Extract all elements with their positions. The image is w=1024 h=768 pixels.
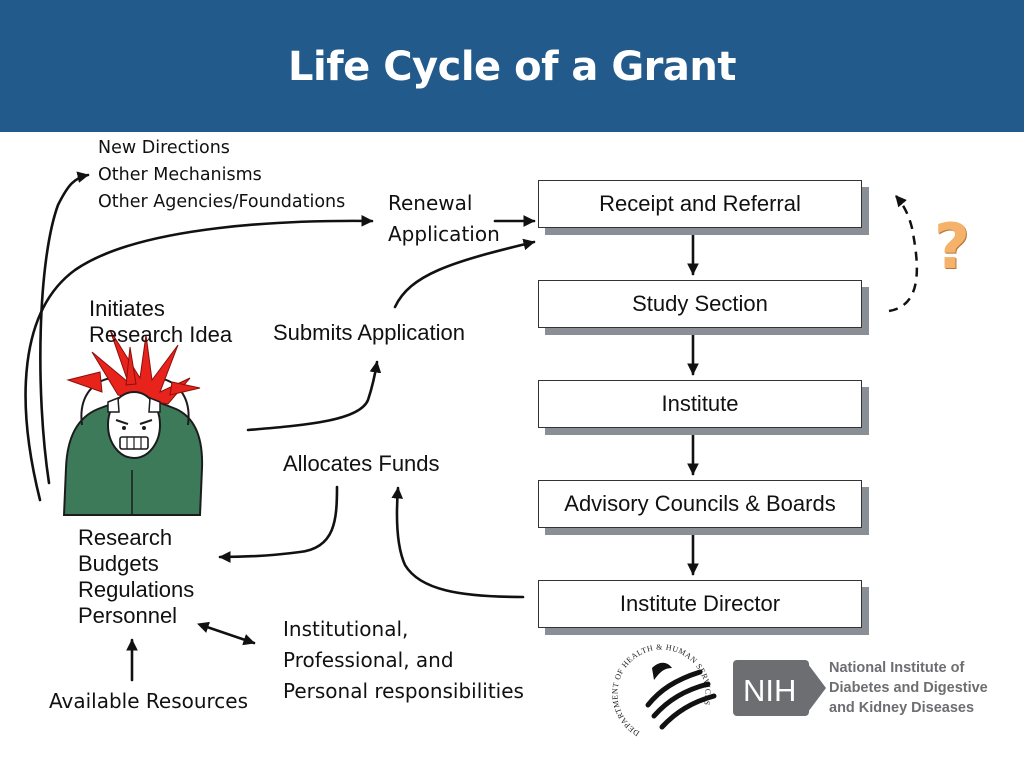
renewal-label: Renewal Application — [388, 191, 500, 246]
arrow-person-to-renewal — [24, 215, 374, 502]
new-directions-list: New Directions Other Mechanisms Other Ag… — [98, 135, 345, 216]
arrow-director-to-allocates — [391, 486, 525, 599]
new-directions-item: Other Mechanisms — [98, 165, 262, 185]
step-label: Institute Director — [619, 591, 781, 616]
research-item: Regulations — [78, 577, 195, 602]
step-label: Advisory Councils & Boards — [564, 491, 836, 516]
arrow-research-institutional — [197, 621, 256, 646]
nih-institute-name: National Institute of Diabetes and Diges… — [829, 660, 988, 716]
stressed-researcher-illustration — [62, 329, 204, 516]
nih-badge-text: NIH — [743, 673, 796, 708]
research-item: Budgets — [78, 551, 159, 576]
arrow-allocates-to-research — [218, 485, 339, 563]
step-study-section: Study Section — [538, 280, 862, 328]
research-item: Personnel — [78, 603, 178, 628]
arrow-person-to-new-directions — [39, 171, 90, 485]
arrow-submits-to-receipt — [393, 238, 536, 309]
arrow-person-to-submits — [246, 360, 382, 432]
initiates-label: Initiates Research Idea — [89, 296, 233, 347]
arrow-dashed-return — [888, 195, 919, 313]
submits-label: Submits Application — [273, 320, 465, 345]
available-resources-label: Available Resources — [49, 689, 249, 713]
page-title: Life Cycle of a Grant — [288, 44, 736, 90]
research-item: Research — [78, 525, 173, 550]
step-institute-director: Institute Director — [538, 580, 862, 628]
institutional-label: Institutional, Professional, and Persona… — [283, 617, 524, 703]
question-mark-icon: ? — [934, 210, 970, 283]
new-directions-item: New Directions — [98, 138, 230, 158]
step-label: Institute — [661, 391, 739, 416]
step-institute: Institute — [538, 380, 862, 428]
allocates-label: Allocates Funds — [283, 451, 440, 476]
nih-logo: NIH — [733, 660, 826, 716]
step-label: Receipt and Referral — [599, 191, 801, 216]
title-banner: Life Cycle of a Grant — [0, 0, 1024, 132]
step-advisory-councils: Advisory Councils & Boards — [538, 480, 862, 528]
step-receipt-and-referral: Receipt and Referral — [538, 180, 862, 228]
step-label: Study Section — [632, 291, 768, 316]
new-directions-item: Other Agencies/Foundations — [98, 192, 346, 212]
research-list: Research Budgets Regulations Personnel — [78, 525, 194, 629]
